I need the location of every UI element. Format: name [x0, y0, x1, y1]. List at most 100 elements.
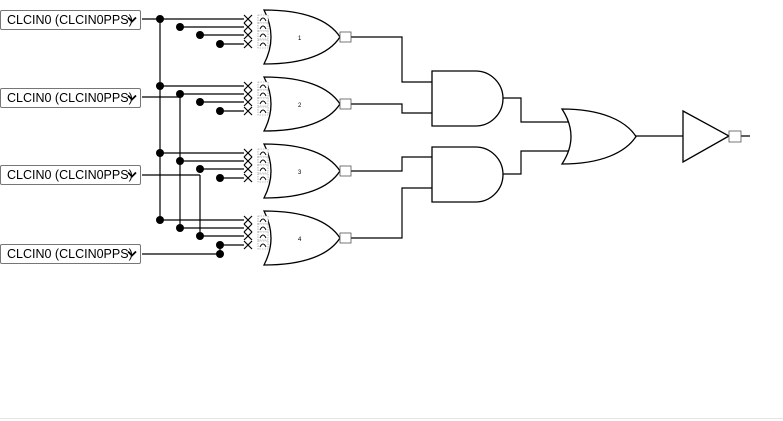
or-gate-4: [262, 210, 341, 266]
junction-dot-icon: [216, 241, 224, 249]
output-probe-4[interactable]: [339, 232, 352, 244]
polarity-toggle-icon[interactable]: [257, 215, 269, 225]
output-probe-2[interactable]: [339, 98, 352, 110]
input-select-3[interactable]: CLCIN0 (CLCIN0PPS): [0, 165, 141, 185]
polarity-toggle-icon[interactable]: [257, 81, 269, 91]
polarity-toggle-icon[interactable]: [257, 39, 269, 49]
junction-dot-icon: [216, 40, 224, 48]
chevron-down-icon: [127, 16, 137, 23]
polarity-box: [257, 240, 269, 250]
x-cross-icon[interactable]: [243, 97, 253, 107]
junction-dot-icon: [216, 250, 224, 258]
polarity-box: [257, 89, 269, 99]
polarity-glyph: [259, 151, 267, 156]
x-cross-icon[interactable]: [243, 89, 253, 99]
wire: [351, 36, 432, 83]
polarity-glyph: [259, 25, 267, 30]
input-select-1-value: CLCIN0 (CLCIN0PPS): [7, 13, 133, 27]
input-select-2-value: CLCIN0 (CLCIN0PPS): [7, 91, 133, 105]
polarity-glyph: [259, 109, 267, 114]
gate-label-1: 1: [298, 36, 302, 42]
gate-label-3: 3: [298, 170, 302, 176]
gate-label-2: 2: [298, 103, 302, 109]
polarity-glyph: [259, 84, 267, 89]
polarity-toggle-icon[interactable]: [257, 173, 269, 183]
polarity-box: [257, 14, 269, 24]
polarity-toggle-icon[interactable]: [257, 240, 269, 250]
polarity-toggle-icon[interactable]: [257, 97, 269, 107]
polarity-glyph: [259, 234, 267, 239]
junction-dot-icon: [196, 98, 204, 106]
and-gate-1: [431, 70, 504, 127]
polarity-toggle-icon[interactable]: [257, 106, 269, 116]
x-cross-icon[interactable]: [243, 106, 253, 116]
polarity-box: [257, 164, 269, 174]
polarity-box: [257, 30, 269, 40]
wire: [351, 187, 432, 239]
x-cross-icon[interactable]: [243, 148, 253, 158]
polarity-toggle-icon[interactable]: [257, 164, 269, 174]
junction-dot-icon: [196, 165, 204, 173]
x-cross-icon[interactable]: [243, 240, 253, 250]
x-cross-icon[interactable]: [243, 81, 253, 91]
input-select-4[interactable]: CLCIN0 (CLCIN0PPS): [0, 244, 141, 264]
x-cross-icon[interactable]: [243, 223, 253, 233]
x-cross-icon[interactable]: [243, 14, 253, 24]
final-output-probe[interactable]: [728, 130, 742, 143]
polarity-toggle-icon[interactable]: [257, 148, 269, 158]
polarity-glyph: [259, 92, 267, 97]
polarity-glyph: [259, 33, 267, 38]
input-select-1[interactable]: CLCIN0 (CLCIN0PPS): [0, 10, 141, 30]
x-cross-icon[interactable]: [243, 30, 253, 40]
input-select-3-value: CLCIN0 (CLCIN0PPS): [7, 168, 133, 182]
junction-dot-icon: [156, 82, 164, 90]
output-probe-1[interactable]: [339, 31, 352, 43]
junction-dot-icon: [176, 157, 184, 165]
output-buffer: [682, 109, 731, 164]
polarity-glyph: [259, 226, 267, 231]
polarity-glyph: [259, 159, 267, 164]
chevron-down-icon: [127, 94, 137, 101]
x-cross-icon[interactable]: [243, 173, 253, 183]
junction-dot-icon: [176, 224, 184, 232]
x-cross-icon[interactable]: [243, 156, 253, 166]
polarity-glyph: [259, 243, 267, 248]
junction-dot-icon: [176, 90, 184, 98]
chevron-down-icon: [127, 171, 137, 178]
x-cross-icon[interactable]: [243, 22, 253, 32]
chevron-down-icon: [127, 250, 137, 257]
polarity-toggle-icon[interactable]: [257, 22, 269, 32]
junction-dot-icon: [156, 15, 164, 23]
polarity-toggle-icon[interactable]: [257, 89, 269, 99]
x-cross-icon[interactable]: [243, 215, 253, 225]
polarity-glyph: [259, 100, 267, 105]
polarity-toggle-icon[interactable]: [257, 14, 269, 24]
polarity-toggle-icon[interactable]: [257, 223, 269, 233]
and-gate-2: [431, 146, 504, 203]
final-or-gate: [560, 108, 637, 165]
wires: [142, 15, 750, 258]
or-gate-3: [262, 143, 341, 199]
polarity-glyph: [259, 42, 267, 47]
polarity-glyph: [259, 167, 267, 172]
x-cross-icon[interactable]: [243, 164, 253, 174]
polarity-toggle-icon[interactable]: [257, 231, 269, 241]
wire: [351, 103, 432, 114]
x-cross-icon[interactable]: [243, 39, 253, 49]
polarity-box: [257, 148, 269, 158]
polarity-box: [257, 215, 269, 225]
input-select-2[interactable]: CLCIN0 (CLCIN0PPS): [0, 88, 141, 108]
bottom-divider: [0, 418, 783, 419]
x-cross-icon[interactable]: [243, 231, 253, 241]
polarity-box: [257, 173, 269, 183]
or-gate-2: [262, 76, 341, 132]
junction-dot-icon: [196, 31, 204, 39]
output-probe-3[interactable]: [339, 165, 352, 177]
polarity-toggle-icon[interactable]: [257, 30, 269, 40]
junction-dot-icon: [216, 174, 224, 182]
polarity-toggle-icon[interactable]: [257, 156, 269, 166]
polarity-glyph: [259, 176, 267, 181]
polarity-box: [257, 97, 269, 107]
